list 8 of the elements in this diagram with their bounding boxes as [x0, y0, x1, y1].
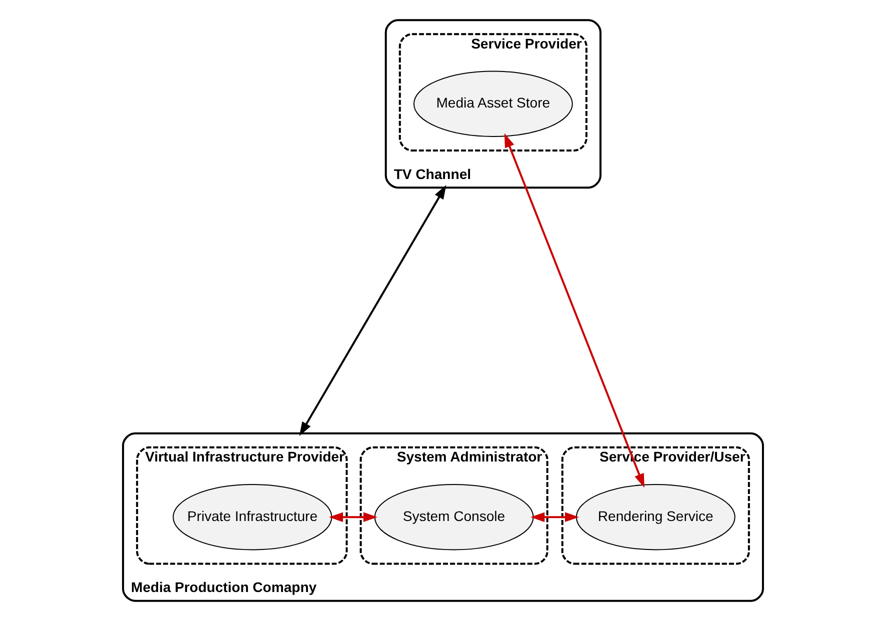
node-ellipse: Rendering Service — [576, 484, 736, 550]
arrow — [530, 512, 580, 522]
node-ellipse: System Console — [374, 484, 534, 550]
node-ellipse: Private Infrastructure — [172, 484, 332, 550]
node-ellipse: Media Asset Store — [413, 70, 573, 137]
arrow — [299, 185, 446, 436]
arrow — [504, 133, 644, 488]
arrow — [328, 512, 378, 522]
